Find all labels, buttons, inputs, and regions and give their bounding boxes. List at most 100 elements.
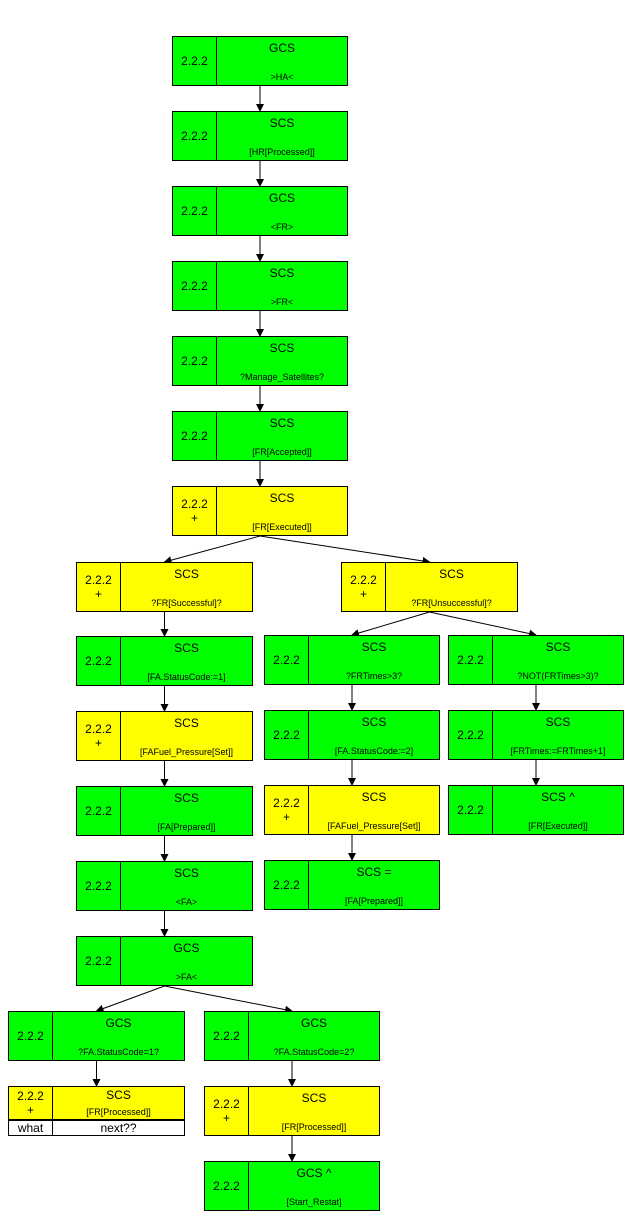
node-body: SCS [FA.StatusCode:=1] (121, 637, 252, 685)
node-number: 2.2.2 (205, 1012, 249, 1060)
node-plus: + (94, 587, 102, 601)
node-actor: GCS (300, 1016, 327, 1030)
node-number: 2.2.2+ (9, 1087, 53, 1119)
node-body: SCS?FR[Unsuccessful]? (386, 563, 517, 611)
node-plus: + (190, 511, 198, 525)
node-body: SCS ?FRTimes>3? (309, 636, 439, 684)
node-number: 2.2.2 (265, 636, 309, 684)
flow-node-n9: 2.2.2+SCS?FR[Unsuccessful]? (341, 562, 518, 612)
node-number-text: 2.2.2 (85, 954, 112, 968)
node-body: SCS[FR[Executed]] (217, 487, 347, 535)
node-body: GCS>HA< (217, 37, 347, 85)
node-number-text: 2.2.2 (181, 354, 208, 368)
flow-node-n20: 2.2.2 SCS =[FA[Prepared]] (264, 860, 440, 910)
node-label: <FR> (270, 222, 294, 232)
node-number-text: 2.2.2 (457, 728, 484, 742)
node-body: SCS<FA> (121, 862, 252, 910)
node-number: 2.2.2 (77, 937, 121, 985)
node-label: [FA[Prepared]] (157, 822, 216, 832)
node-label: [FR[Processed]] (281, 1122, 347, 1132)
node-number-text: 2.2.2 (85, 654, 112, 668)
note-box: what next?? (8, 1120, 185, 1136)
node-number: 2.2.2 (449, 711, 493, 759)
node-actor: SCS (545, 640, 571, 654)
node-body: SCS ?FR[Successful]? (121, 563, 252, 611)
node-actor: SCS (361, 790, 387, 804)
node-label: [Start_Restat] (286, 1197, 342, 1207)
node-actor: SCS (174, 567, 199, 581)
node-label: [HR[Processed]] (249, 147, 315, 157)
node-number-text: 2.2.2 (181, 54, 208, 68)
node-number: 2.2.2 (173, 412, 217, 460)
node-plus: + (222, 1111, 230, 1125)
node-number: 2.2.2 (77, 787, 121, 835)
node-label: ?NOT(FRTimes>3)? (517, 671, 599, 681)
node-label: ?FR[Unsuccessful]? (411, 598, 492, 608)
node-label: [FR[Accepted]] (252, 447, 312, 457)
node-label: [FAFuel_Pressure[Set]] (139, 747, 234, 757)
node-number: 2.2.2 (173, 112, 217, 160)
node-number: 2.2.2 (77, 637, 121, 685)
flow-node-n22: 2.2.2 GCS ?FA.StatusCode=1? (8, 1011, 185, 1061)
note-left: what (9, 1121, 53, 1135)
node-label: ?FA.StatusCode=2? (273, 1047, 355, 1057)
node-label: [FA.StatusCode:=1] (147, 672, 226, 682)
node-actor: GCS (268, 41, 295, 55)
node-actor: GCS (173, 941, 200, 955)
node-body: GCS ?FA.StatusCode=1? (53, 1012, 184, 1060)
node-actor: SCS (269, 266, 295, 280)
node-label: <FA> (175, 897, 198, 907)
node-label: [FA.StatusCode:=2] (334, 746, 414, 756)
node-label: ?FRTimes>3? (345, 671, 403, 681)
node-body: SCS ?NOT(FRTimes>3)? (493, 636, 623, 684)
node-number-text: 2.2.2 (85, 573, 112, 587)
flow-node-n24: 2.2.2+SCS[FR[Processed]] (8, 1086, 185, 1120)
node-number-text: 2.2.2 (273, 878, 300, 892)
node-number-text: 2.2.2 (181, 429, 208, 443)
node-label: ?FA.StatusCode=1? (78, 1047, 159, 1057)
node-number: 2.2.2 (9, 1012, 53, 1060)
node-plus: + (94, 736, 102, 750)
node-body: SCS =[FA[Prepared]] (309, 861, 439, 909)
node-body: SCS[FAFuel_Pressure[Set]] (121, 712, 252, 760)
flow-node-n13: 2.2.2+ SCS[FAFuel_Pressure[Set]] (76, 711, 253, 761)
node-label: ?Manage_Satellites? (239, 372, 325, 382)
node-body: SCS[FR[Processed]] (249, 1087, 379, 1135)
flow-node-n7: 2.2.2+SCS[FR[Executed]] (172, 486, 348, 536)
node-number-text: 2.2.2 (273, 653, 300, 667)
edge-n9-n12 (429, 611, 537, 638)
node-number: 2.2.2+ (265, 786, 309, 834)
node-number-text: 2.2.2 (457, 803, 484, 817)
node-number-text: 2.2.2 (17, 1089, 44, 1103)
node-number-text: 2.2.2 (17, 1029, 44, 1043)
node-label: [FR[Processed]] (86, 1107, 151, 1117)
node-actor: SCS (361, 640, 387, 654)
node-number: 2.2.2 (173, 262, 217, 310)
node-number: 2.2.2+ (205, 1087, 249, 1135)
node-label: [FAFuel_Pressure[Set]] (327, 821, 421, 831)
node-number-text: 2.2.2 (85, 722, 112, 736)
node-label: [FRTimes:=FRTimes+1] (510, 746, 606, 756)
flow-node-n8: 2.2.2+ SCS ?FR[Successful]? (76, 562, 253, 612)
node-label: ?FR[Successful]? (151, 598, 222, 608)
node-number: 2.2.2 (173, 187, 217, 235)
node-label: [FR[Executed]] (528, 821, 588, 831)
node-actor: SCS (361, 715, 387, 729)
flow-node-n10: 2.2.2 SCS [FA.StatusCode:=1] (76, 636, 253, 686)
node-plus: + (359, 587, 367, 601)
node-actor: SCS (174, 641, 199, 655)
node-body: SCS [FRTimes:=FRTimes+1] (493, 711, 623, 759)
node-plus: + (282, 810, 290, 824)
node-actor: GCS (105, 1016, 132, 1030)
node-body: SCS[FA[Prepared]] (121, 787, 252, 835)
node-actor: SCS (545, 715, 571, 729)
